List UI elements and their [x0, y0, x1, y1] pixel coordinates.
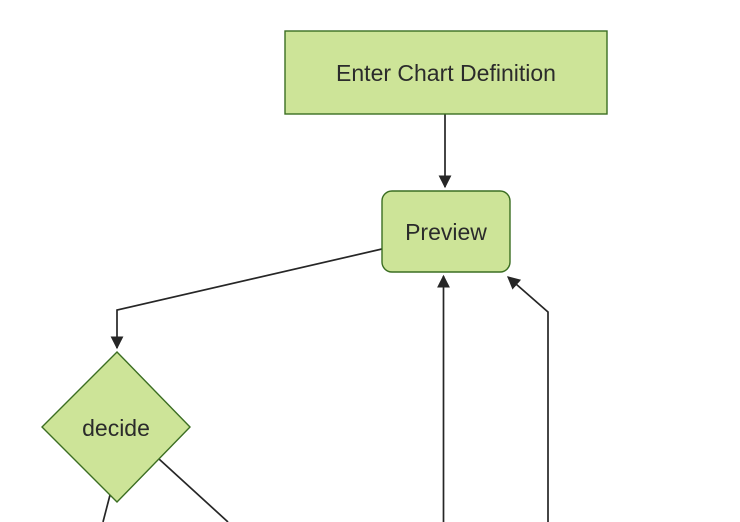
edge-decide-to-offscreen-bottom-right [158, 458, 229, 522]
node-preview-label: Preview [405, 219, 487, 245]
node-decide-shape [41, 351, 191, 503]
node-enter-chart-definition: Enter Chart Definition [284, 30, 608, 115]
edge-preview-to-decide [110, 248, 383, 350]
node-preview-shape [381, 190, 511, 273]
edge-decide-to-offscreen-bottom-left [102, 494, 111, 522]
node-preview: Preview [381, 190, 511, 273]
node-decide: decide [41, 351, 191, 503]
node-enter-chart-definition-shape [284, 30, 608, 115]
edge-offscreen-bottom-right-to-preview [507, 276, 549, 522]
node-decide-label: decide [82, 415, 150, 441]
node-enter-chart-definition-label: Enter Chart Definition [336, 60, 556, 86]
